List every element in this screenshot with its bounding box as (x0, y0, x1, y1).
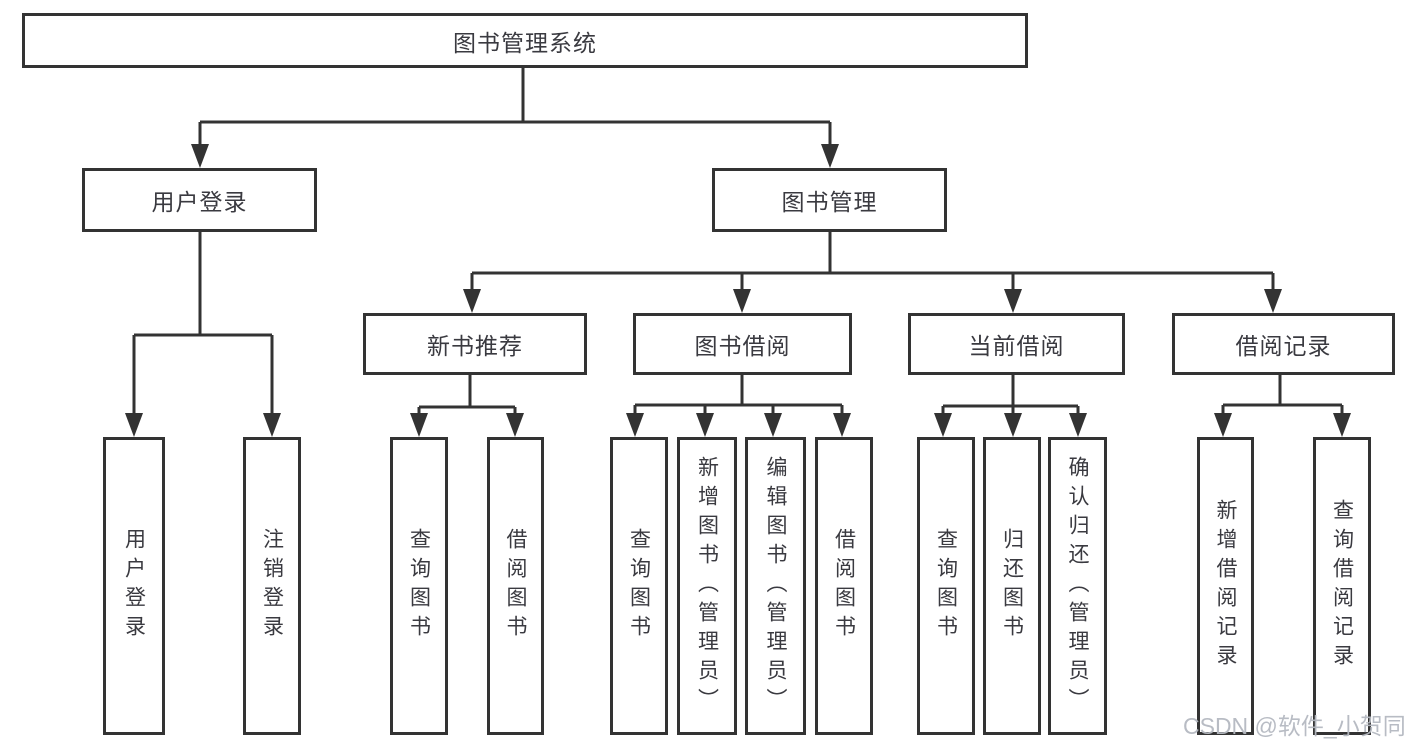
arrowhead (1264, 289, 1282, 313)
arrowhead (191, 144, 209, 168)
arrowhead (410, 413, 428, 437)
leaf-logout-label: 注销登录 (260, 528, 284, 644)
leaf-records-query-record: 查询借阅记录 (1313, 437, 1371, 735)
node-book-management-label: 图书管理 (781, 189, 878, 215)
arrowhead (506, 413, 524, 437)
connector-currentborrow-to-leaves (941, 375, 1080, 419)
node-root: 图书管理系统 (22, 13, 1028, 68)
node-book-management: 图书管理 (712, 168, 947, 232)
leaf-newbook-query-books: 查询图书 (390, 437, 448, 735)
leaf-current-return-books: 归还图书 (983, 437, 1041, 735)
arrowhead (1069, 413, 1087, 437)
connector-borrowrecord-to-leaves (1221, 375, 1344, 419)
node-book-borrowing: 图书借阅 (633, 313, 852, 375)
connector-bookborrow-to-leaves (633, 375, 844, 419)
leaf-logout: 注销登录 (243, 437, 301, 735)
leaf-user-login-label: 用户登录 (122, 528, 146, 644)
node-root-label: 图书管理系统 (453, 29, 597, 56)
leaf-current-return-books-label: 归还图书 (1000, 528, 1024, 644)
leaf-records-query-record-label: 查询借阅记录 (1330, 499, 1354, 673)
leaf-newbook-borrow-books: 借阅图书 (487, 437, 544, 735)
node-current-borrowing: 当前借阅 (908, 313, 1125, 375)
leaf-records-add-record: 新增借阅记录 (1197, 437, 1254, 735)
connector-userlogin-to-leaves (132, 232, 274, 419)
arrowhead (263, 413, 281, 437)
leaf-current-query-books-label: 查询图书 (934, 528, 958, 644)
arrowhead (1333, 413, 1351, 437)
node-current-borrowing-label: 当前借阅 (968, 333, 1065, 359)
leaf-newbook-borrow-books-label: 借阅图书 (504, 528, 527, 644)
node-borrowing-records-label: 借阅记录 (1235, 333, 1332, 359)
arrowhead (833, 413, 851, 437)
node-borrowing-records: 借阅记录 (1172, 313, 1395, 375)
arrowhead (1004, 413, 1022, 437)
arrowhead (626, 413, 644, 437)
arrowhead (764, 413, 782, 437)
leaf-borrowing-borrow-books: 借阅图书 (815, 437, 873, 735)
arrowhead (1004, 289, 1022, 313)
arrowhead (821, 144, 839, 168)
leaf-records-add-record-label: 新增借阅记录 (1214, 499, 1237, 673)
leaf-borrowing-add-books-admin-label: 新增图书（管理员） (695, 455, 719, 717)
arrowhead (696, 413, 714, 437)
connector-bookmgmt-to-level3 (470, 232, 1275, 295)
connector-segments (132, 68, 1344, 419)
leaf-current-query-books: 查询图书 (917, 437, 975, 735)
node-new-book-recommend: 新书推荐 (363, 313, 587, 375)
connector-newbook-to-leaves (417, 375, 517, 419)
csdn-watermark: CSDN @软件_小贺同学 (1183, 713, 1405, 739)
leaf-borrowing-edit-books-admin: 编辑图书（管理员） (745, 437, 806, 735)
connector-root-to-level2 (198, 68, 832, 150)
leaf-current-confirm-return-admin: 确认归还（管理员） (1048, 437, 1107, 735)
arrowhead (733, 289, 751, 313)
leaf-newbook-query-books-label: 查询图书 (407, 528, 431, 644)
node-new-book-recommend-label: 新书推荐 (427, 333, 523, 359)
leaf-borrowing-query-books-label: 查询图书 (627, 528, 651, 644)
arrowhead (1214, 413, 1232, 437)
leaf-borrowing-query-books: 查询图书 (610, 437, 668, 735)
arrowhead (125, 413, 143, 437)
leaf-borrowing-borrow-books-label: 借阅图书 (832, 528, 856, 644)
arrowhead (463, 289, 481, 313)
arrowhead (934, 413, 952, 437)
leaf-current-confirm-return-admin-label: 确认归还（管理员） (1066, 455, 1089, 717)
node-user-login: 用户登录 (82, 168, 317, 232)
leaf-borrowing-edit-books-admin-label: 编辑图书（管理员） (764, 455, 787, 717)
arrowheads (125, 144, 1351, 437)
node-book-borrowing-label: 图书借阅 (694, 333, 791, 359)
node-user-login-label: 用户登录 (151, 189, 248, 215)
leaf-borrowing-add-books-admin: 新增图书（管理员） (677, 437, 737, 735)
leaf-user-login: 用户登录 (103, 437, 165, 735)
